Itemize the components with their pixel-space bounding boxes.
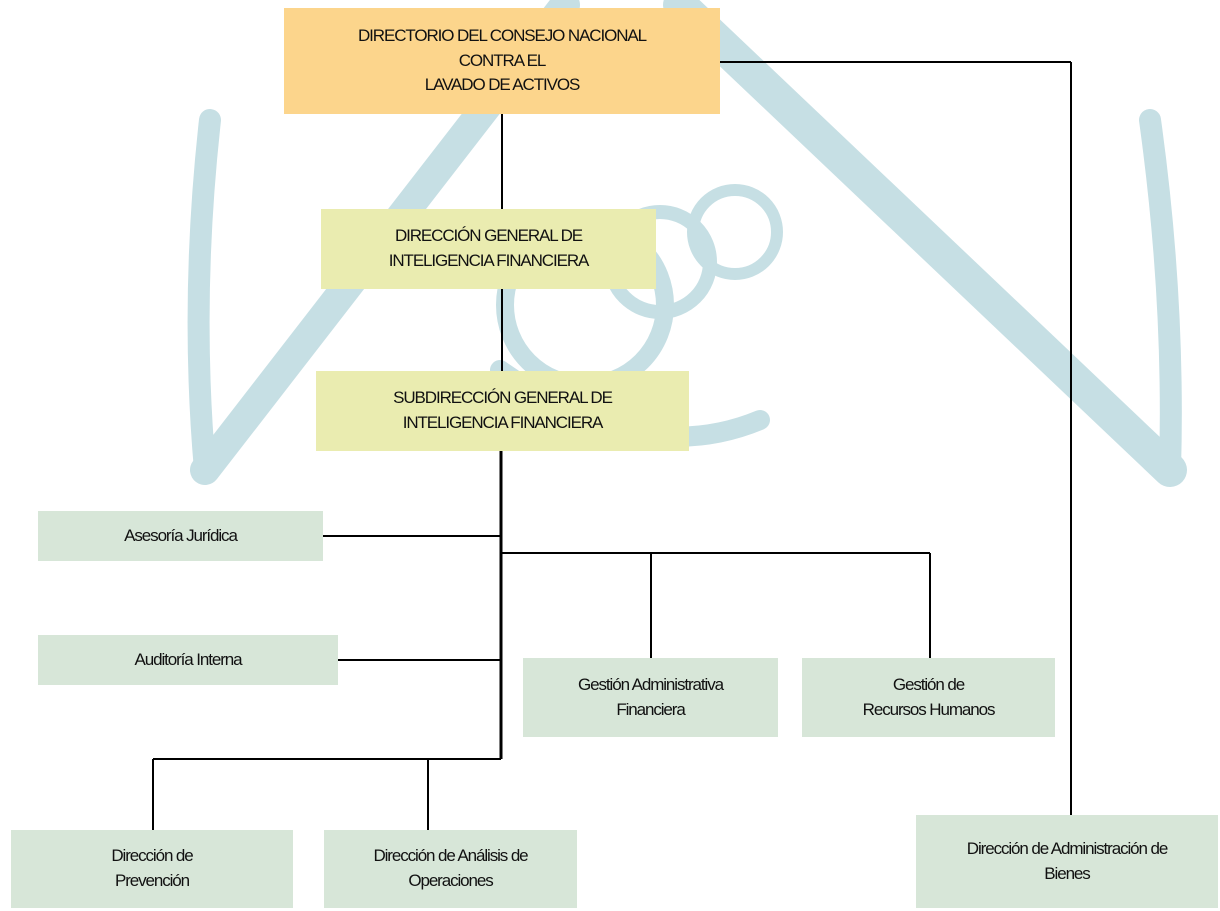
node-label-line: Bienes: [1044, 863, 1091, 883]
node-direccion-administracion-bienes: Dirección de Administración de Bienes: [916, 815, 1218, 908]
node-label-line: Dirección de: [111, 846, 193, 866]
node-label-line: Operaciones: [408, 871, 493, 890]
node-label-line: INTELIGENCIA FINANCIERA: [402, 413, 604, 432]
node-label-line: SUBDIRECCIÓN GENERAL DE: [393, 388, 613, 408]
node-label-line: Asesoría Jurídica: [124, 525, 238, 545]
node-label-line: Dirección de Administración de: [966, 838, 1169, 858]
watermark-triangle-right-edge: [663, 0, 1187, 487]
node-label-line: DIRECCIÓN GENERAL DE: [394, 226, 583, 246]
node-direccion-analisis-operaciones: Dirección de Análisis de Operaciones: [324, 830, 577, 908]
watermark-left-arc: [187, 109, 221, 481]
node-label-line: Recursos Humanos: [862, 699, 996, 719]
watermark-right-arc: [1139, 109, 1182, 481]
node-label-line: Auditoría Interna: [134, 649, 243, 669]
node-gestion-recursos-humanos: Gestión de Recursos Humanos: [802, 658, 1055, 737]
node-label-line: Dirección de Análisis de: [373, 846, 528, 866]
node-directorio-consejo-nacional: DIRECTORIO DEL CONSEJO NACIONAL CONTRA E…: [284, 8, 720, 114]
node-label-line: LAVADO DE ACTIVOS: [424, 75, 581, 95]
node-subdireccion-general: SUBDIRECCIÓN GENERAL DE INTELIGENCIA FIN…: [316, 371, 689, 451]
node-label-line: DIRECTORIO DEL CONSEJO NACIONAL: [357, 26, 647, 46]
node-label-line: Financiera: [616, 699, 685, 719]
node-asesoria-juridica: Asesoría Jurídica: [38, 511, 323, 561]
node-label-line: Gestión de: [892, 674, 965, 694]
watermark-circle-small: [687, 184, 783, 280]
node-auditoria-interna: Auditoría Interna: [38, 635, 338, 685]
node-label-line: Gestión Administrativa: [578, 674, 724, 694]
node-label-line: Prevención: [114, 871, 190, 890]
node-gestion-administrativa-financiera: Gestión Administrativa Financiera: [523, 658, 778, 737]
node-label-line: CONTRA EL: [458, 50, 547, 70]
node-direccion-general: DIRECCIÓN GENERAL DE INTELIGENCIA FINANC…: [321, 209, 656, 289]
node-label-line: INTELIGENCIA FINANCIERA: [388, 251, 590, 270]
node-direccion-prevencion: Dirección de Prevención: [11, 830, 293, 908]
